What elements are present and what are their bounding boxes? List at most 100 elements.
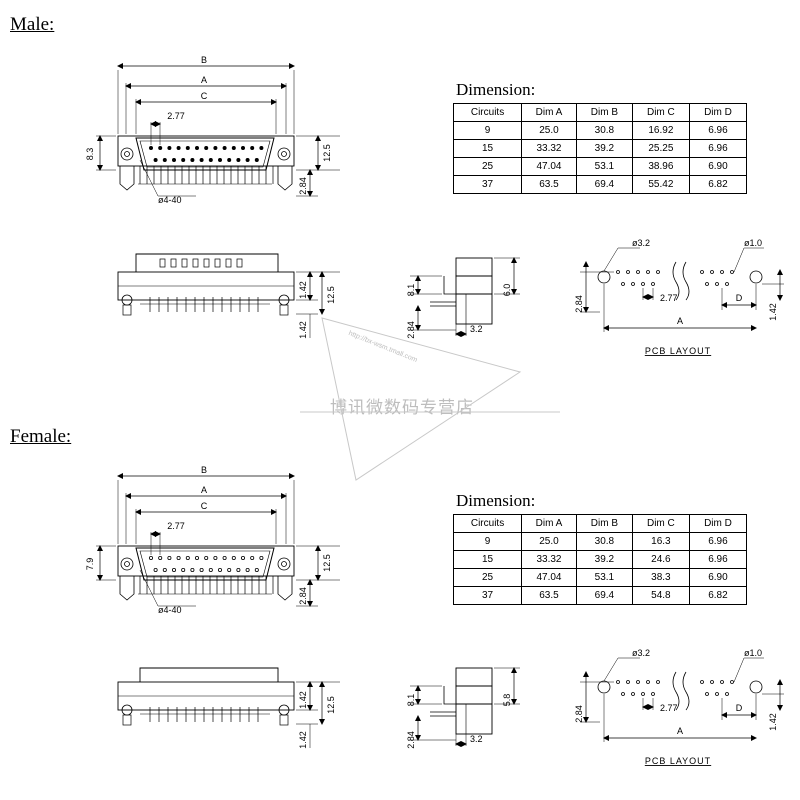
profile-shell [455,257,493,277]
pcb-pad [646,270,650,274]
d-shell-inner [139,550,271,578]
side-board-lock [279,304,289,316]
contact-pin [190,157,195,162]
contact-pin [148,145,153,150]
contact-pin [227,157,232,162]
pcb-break-mark [682,261,690,301]
pcb-pad [730,270,734,274]
mounting-hole [277,147,291,161]
contact-pin [185,555,190,560]
pcb-pitch-label: 2.77 [660,703,678,713]
dimension-side-height-label: 12.5 [326,696,336,714]
table-cell: 37 [452,175,523,194]
pcb-pad [631,282,635,286]
contact-pin [245,567,250,572]
pcb-pad [715,282,719,286]
pcb-pad [626,680,630,684]
pcb-height-label: 2.84 [574,705,584,723]
leader-line [603,657,619,682]
board-lock-left [119,576,135,601]
pcb-pad [700,680,704,684]
pcb-side-label: 1.42 [768,713,778,731]
pcb-pad [710,270,714,274]
dimension-b-label: B [201,465,207,475]
contact-pin [167,555,172,560]
contact-pin [176,555,181,560]
dimension-profile-pin-label: 2.84 [406,731,416,749]
pcb-height-label: 2.84 [574,295,584,313]
pcb-pad [651,282,655,286]
dimension-a-label: A [201,75,207,85]
pcb-d-label: D [736,293,743,303]
leader-line [733,247,745,273]
pcb-layout-caption: PCB LAYOUT [645,756,711,766]
dimension-profile-top-label: 8.1 [406,284,416,297]
profile-bracket [443,686,456,705]
pcb-pad [656,680,660,684]
pcb-pitch-label: 2.77 [660,293,678,303]
dimension-side-pin-b-label: 1.42 [298,731,308,749]
contact-pin [171,567,176,572]
pcb-pad [631,692,635,696]
dimension-width-label: 12.5 [322,144,332,162]
pcb-pad [700,270,704,274]
pcb-mount-hole-left [597,270,611,284]
pcb-pad [725,692,729,696]
contact-pin [259,555,264,560]
dimension-side-height-label: 12.5 [326,286,336,304]
contact-pin [254,157,259,162]
dimension-profile-depth-label: 6.0 [502,284,512,297]
dimension-side-pin-b-label: 1.42 [298,321,308,339]
pcb-mount-hole-right [749,270,763,284]
pcb-pad [641,692,645,696]
pcb-pad [656,270,660,274]
shell-window [170,258,177,268]
shell-window [214,258,221,268]
pcb-pad [641,282,645,286]
shell-window [181,258,188,268]
profile-body [455,685,493,705]
watermark-triangle [300,317,560,481]
board-lock-right [277,576,293,601]
mounting-hole-center [124,561,130,567]
dimension-profile-pin-label: 2.84 [406,321,416,339]
mounting-hole-center [281,561,287,567]
profile-bracket [443,276,456,295]
board-lock-left [119,166,135,191]
pcb-pad [730,680,734,684]
contact-pin [199,157,204,162]
dimension-profile-depth-label: 5.8 [502,694,512,707]
pcb-pad [720,270,724,274]
pcb-pad [646,680,650,684]
female-section-title: Female: [10,426,72,447]
pcb-hole-small-label: ø1.0 [744,238,762,248]
pcb-d-label: D [736,703,743,713]
pcb-pad [710,680,714,684]
pcb-pad [616,680,620,684]
contact-pin [240,145,245,150]
dimension-b-label: B [201,55,207,65]
contact-pin [254,567,259,572]
side-board-lock [122,304,132,316]
profile-body [455,275,493,295]
contact-pin [171,157,176,162]
contact-pin [208,567,213,572]
pcb-pad [636,270,640,274]
shell-window [236,258,243,268]
contact-pin [204,145,209,150]
d-shell-inner [139,140,271,168]
contact-pin [162,157,167,162]
shell-window [159,258,166,268]
contact-pin [213,555,218,560]
table-cell: 6.82 [688,175,748,194]
pcb-pad [720,680,724,684]
contact-pin [194,145,199,150]
dimension-pitch-label: 2.77 [167,111,185,121]
mounting-flange [117,135,295,167]
screw-label: ø4-40 [158,605,182,615]
profile-shell [455,667,493,687]
contact-pin [217,157,222,162]
